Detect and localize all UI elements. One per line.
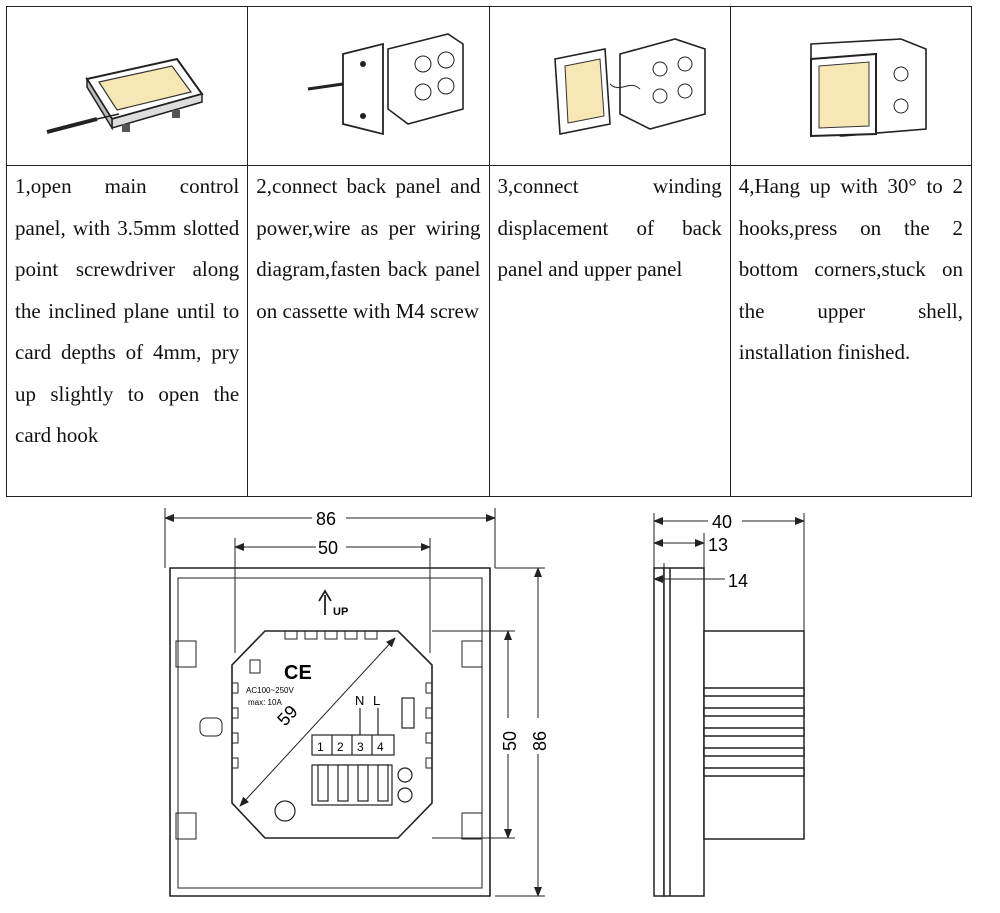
ce-mark: CE (284, 662, 312, 684)
height-50-label: 50 (500, 731, 520, 751)
terminal-3-label: 3 (357, 740, 364, 754)
step3-illustration (488, 6, 731, 166)
illustration-row (5, 6, 973, 166)
rating-current-label: max: 10A (248, 698, 282, 707)
terminal-n-label: N (355, 693, 364, 708)
terminal-4-label: 4 (377, 740, 384, 754)
step1-illustration (5, 6, 249, 166)
step4-text: 4,Hang up with 30° to 2 hooks,press on t… (729, 165, 973, 497)
terminal-1-label: 1 (317, 740, 324, 754)
installed-thermostat-drawing (809, 37, 927, 137)
backplate-and-box-drawing (308, 32, 465, 135)
back-view-drawing: CE AC100~250V max: 10A N L 1 2 3 4 UP 86… (164, 508, 550, 897)
upper-panel-connection-drawing (553, 37, 706, 135)
step2-text: 2,connect back panel and power,wire as p… (247, 165, 490, 497)
step4-illustration (729, 6, 973, 166)
up-label: UP (333, 606, 348, 618)
front-13-label: 13 (708, 535, 728, 555)
width-50-label: 50 (318, 538, 338, 558)
step3-text: 3,connect winding displacement of back p… (488, 165, 731, 497)
width-86-label: 86 (316, 509, 336, 529)
side-view-drawing: 40 13 14 (653, 511, 805, 897)
step2-illustration (247, 6, 490, 166)
terminal-2-label: 2 (337, 740, 344, 754)
height-86-label: 86 (530, 731, 550, 751)
depth-40-label: 40 (712, 512, 732, 532)
up-arrow-icon (318, 589, 332, 615)
rating-voltage-label: AC100~250V (246, 686, 294, 695)
installation-steps-table: 1,open main control panel, with 3.5mm sl… (5, 6, 973, 497)
step1-text: 1,open main control panel, with 3.5mm sl… (5, 165, 249, 497)
plate-14-label: 14 (728, 571, 748, 591)
instructions-row: 1,open main control panel, with 3.5mm sl… (5, 165, 973, 497)
terminal-l-label: L (373, 693, 380, 708)
panel-with-screwdriver-drawing (46, 57, 204, 134)
